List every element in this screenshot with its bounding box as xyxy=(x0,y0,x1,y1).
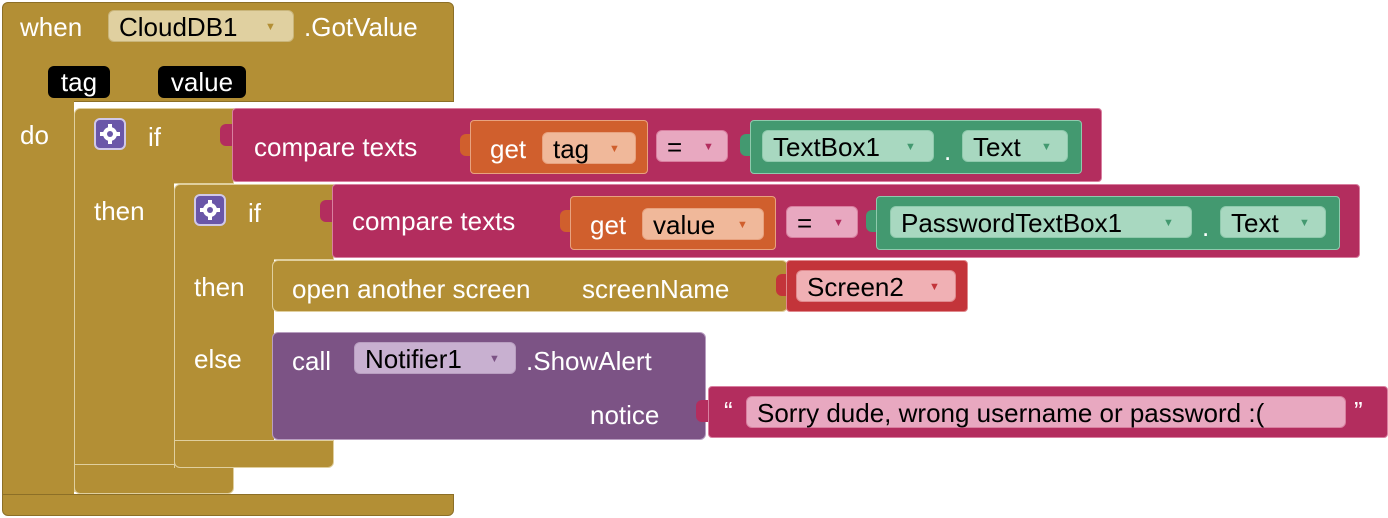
screen-name-param-label: screenName xyxy=(582,274,730,304)
event-block-do-spine xyxy=(2,100,74,500)
param-tag[interactable]: tag xyxy=(48,66,110,98)
component-dropdown-textbox1[interactable]: TextBox1 ▼ xyxy=(762,130,934,162)
chevron-down-icon: ▼ xyxy=(265,21,276,33)
open-quote: “ xyxy=(724,396,733,426)
inner-compare-notch xyxy=(320,200,332,222)
outer-if-spine xyxy=(74,182,174,492)
notice-param-label: notice xyxy=(590,400,660,430)
chevron-down-icon: ▼ xyxy=(905,141,916,153)
property-dot: . xyxy=(944,136,952,166)
when-label: when xyxy=(20,12,83,42)
outer-compare-label: compare texts xyxy=(254,132,418,162)
outer-then-label: then xyxy=(94,196,145,226)
get-tag-label: get xyxy=(490,134,527,164)
component-dropdown-clouddb1[interactable]: CloudDB1 ▼ xyxy=(108,10,294,42)
inner-else-label: else xyxy=(194,344,242,374)
get-value-notch xyxy=(560,210,570,232)
inner-if-label: if xyxy=(248,198,261,228)
do-label: do xyxy=(20,120,49,150)
get-tag-notch xyxy=(460,134,470,156)
chevron-down-icon: ▼ xyxy=(929,281,940,293)
screen-dropdown-screen2[interactable]: Screen2 ▼ xyxy=(796,270,956,302)
param-value[interactable]: value xyxy=(158,66,246,98)
event-name-label: .GotValue xyxy=(304,12,418,42)
chevron-down-icon: ▼ xyxy=(703,141,714,153)
component-dropdown-passwordtextbox1[interactable]: PasswordTextBox1 ▼ xyxy=(890,206,1192,238)
notice-text-field[interactable]: Sorry dude, wrong username or password :… xyxy=(746,396,1346,428)
outer-compare-notch xyxy=(220,124,232,146)
screen-picker-notch xyxy=(776,274,786,296)
chevron-down-icon: ▼ xyxy=(1299,217,1310,229)
inner-compare-label: compare texts xyxy=(352,206,516,236)
inner-if-spine xyxy=(174,258,274,468)
property-dropdown-text[interactable]: Text ▼ xyxy=(962,130,1068,162)
text-string-notch xyxy=(696,400,708,422)
chevron-down-icon: ▼ xyxy=(609,143,620,155)
call-label: call xyxy=(292,346,332,376)
open-another-screen-block[interactable] xyxy=(272,260,788,312)
chevron-down-icon: ▼ xyxy=(737,219,748,231)
inner-if-gear-icon[interactable] xyxy=(194,194,226,226)
textbox1-getter-notch xyxy=(740,134,750,156)
inner-if-bottom xyxy=(174,440,334,468)
close-quote: ” xyxy=(1354,396,1363,426)
outer-if-label: if xyxy=(148,122,161,152)
component-dropdown-notifier1[interactable]: Notifier1 ▼ xyxy=(354,342,516,374)
chevron-down-icon: ▼ xyxy=(489,353,500,365)
chevron-down-icon: ▼ xyxy=(833,217,844,229)
get-var-dropdown-value[interactable]: value ▼ xyxy=(642,208,764,240)
chevron-down-icon: ▼ xyxy=(1163,217,1174,229)
method-label: .ShowAlert xyxy=(526,346,652,376)
inner-compare-op-dropdown[interactable]: = ▼ xyxy=(786,206,858,238)
outer-if-bottom xyxy=(74,464,234,494)
chevron-down-icon: ▼ xyxy=(1041,141,1052,153)
property-dot-2: . xyxy=(1202,212,1210,242)
passwordtextbox1-getter-notch xyxy=(866,210,876,232)
outer-compare-op-dropdown[interactable]: = ▼ xyxy=(656,130,728,162)
property-dropdown-text-2[interactable]: Text ▼ xyxy=(1220,206,1326,238)
open-another-screen-label: open another screen xyxy=(292,274,531,304)
inner-then-label: then xyxy=(194,272,245,302)
event-block-bottom xyxy=(2,494,454,516)
get-value-label: get xyxy=(590,210,627,240)
get-var-dropdown-tag[interactable]: tag ▼ xyxy=(542,132,636,164)
outer-if-gear-icon[interactable] xyxy=(94,118,126,150)
